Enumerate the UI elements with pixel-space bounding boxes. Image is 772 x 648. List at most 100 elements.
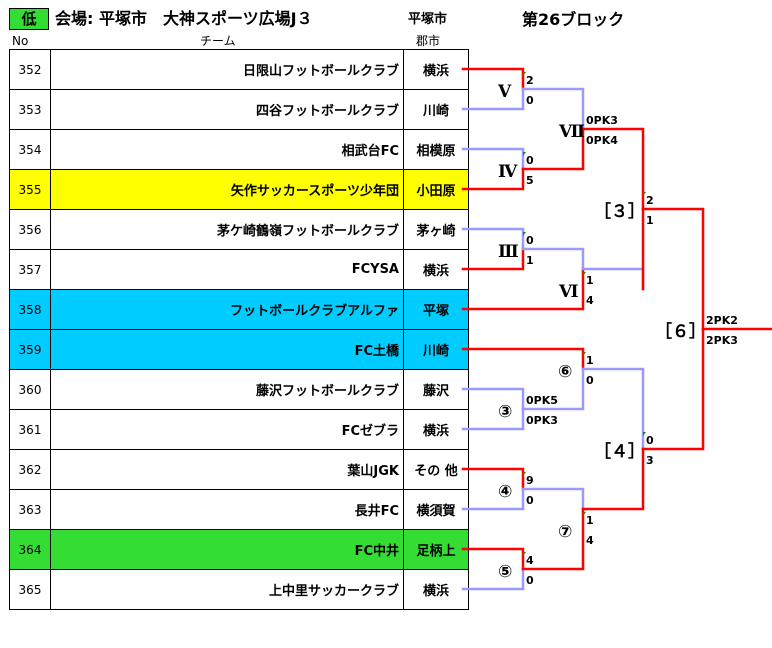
marker-tick — [523, 552, 526, 556]
team-no: 359 — [9, 329, 51, 370]
team-city: 横須賀 — [403, 489, 469, 530]
team-name: 相武台FC — [50, 129, 404, 170]
match-label: Ⅶ — [558, 122, 585, 142]
score: 0PK5 — [526, 394, 558, 407]
match-label: ［３］ — [594, 201, 645, 222]
marker-tick — [583, 272, 586, 276]
bracket-line-loser — [461, 87, 525, 111]
bracket-line-winner — [461, 347, 585, 371]
marker-tick — [583, 352, 586, 356]
bracket-line-winner — [461, 547, 525, 571]
team-name: FC土橋 — [50, 329, 404, 370]
score: 0 — [526, 154, 534, 167]
marker-tick — [643, 432, 646, 436]
column-header-team: チーム — [200, 34, 236, 48]
bracket-line-loser — [461, 147, 525, 171]
bracket-line-winner — [581, 447, 645, 511]
team-no: 364 — [9, 529, 51, 570]
score: 1 — [646, 214, 654, 227]
team-name: FCゼブラ — [50, 409, 404, 450]
bracket-line-winner — [461, 167, 525, 191]
team-city: 藤沢 — [403, 369, 469, 410]
match-label: ④ — [498, 482, 512, 502]
score: 0 — [586, 374, 594, 387]
score: 3 — [646, 454, 654, 467]
score: 0 — [526, 234, 534, 247]
match-label: ⑦ — [558, 522, 572, 542]
marker-tick — [523, 232, 526, 236]
city-header: 平塚市 — [408, 12, 448, 27]
match-label: Ⅵ — [558, 282, 579, 302]
marker-tick — [643, 192, 646, 196]
match-label: ⑥ — [558, 362, 572, 382]
bracket-line-winner — [581, 127, 645, 211]
team-name: 長井FC — [50, 489, 404, 530]
bracket-line-winner — [461, 267, 585, 311]
team-name: FC中井 — [50, 529, 404, 570]
team-no: 354 — [9, 129, 51, 170]
score: 4 — [526, 554, 534, 567]
team-no: 365 — [9, 569, 51, 610]
team-city: 相模原 — [403, 129, 469, 170]
bracket-line-winner — [461, 247, 525, 271]
bracket-line-winner — [521, 507, 585, 571]
score: 4 — [586, 534, 594, 547]
score: 0 — [526, 574, 534, 587]
marker-tick — [583, 512, 586, 516]
match-label: ［４］ — [594, 441, 645, 462]
team-name: 茅ケ崎鶴嶺フットボールクラブ — [50, 209, 404, 250]
team-name: 上中里サッカークラブ — [50, 569, 404, 610]
team-no: 361 — [9, 409, 51, 450]
team-name: 日限山フットボールクラブ — [50, 49, 404, 90]
score: 0 — [646, 434, 654, 447]
score: 0 — [526, 94, 534, 107]
level-badge: 低 — [9, 8, 49, 30]
score: 2 — [526, 74, 534, 87]
block-title: 第26ブロック — [522, 10, 625, 29]
bracket-line-winner — [461, 67, 525, 91]
score: 0 — [526, 494, 534, 507]
team-city: 横浜 — [403, 409, 469, 450]
score: 2 — [646, 194, 654, 207]
column-header-city: 郡市 — [416, 34, 441, 48]
bracket-line-loser — [581, 367, 645, 451]
score: 9 — [526, 474, 534, 487]
bracket-line-loser — [461, 407, 525, 431]
bracket-line-winner — [521, 127, 585, 171]
team-name: 矢作サッカースポーツ少年団 — [50, 169, 404, 210]
bracket-line-winner — [461, 467, 525, 491]
bracket-line-loser — [461, 567, 525, 591]
marker-tick — [523, 72, 526, 76]
team-city: 横浜 — [403, 49, 469, 90]
team-no: 352 — [9, 49, 51, 90]
bracket-line-loser — [521, 367, 585, 411]
score: 1 — [586, 274, 594, 287]
bracket-line-winner — [641, 327, 705, 451]
score: 2PK2 — [706, 314, 738, 327]
match-label: ⑤ — [498, 562, 512, 582]
team-name: FCYSA — [50, 249, 404, 290]
bracket-line-loser — [461, 227, 525, 251]
team-city: 足柄上 — [403, 529, 469, 570]
team-name: フットボールクラブアルファ — [50, 289, 404, 330]
score: 0PK3 — [526, 414, 558, 427]
marker-tick — [523, 472, 526, 476]
score: 5 — [526, 174, 534, 187]
venue-title: 会場: 平塚市 大神スポーツ広場J３ — [55, 9, 313, 28]
match-label: ③ — [498, 402, 512, 422]
match-label: ［６］ — [655, 321, 706, 342]
score: 4 — [586, 294, 594, 307]
score: 1 — [586, 514, 594, 527]
bracket-line-loser — [521, 247, 585, 271]
team-city: 横浜 — [403, 249, 469, 290]
team-no: 357 — [9, 249, 51, 290]
